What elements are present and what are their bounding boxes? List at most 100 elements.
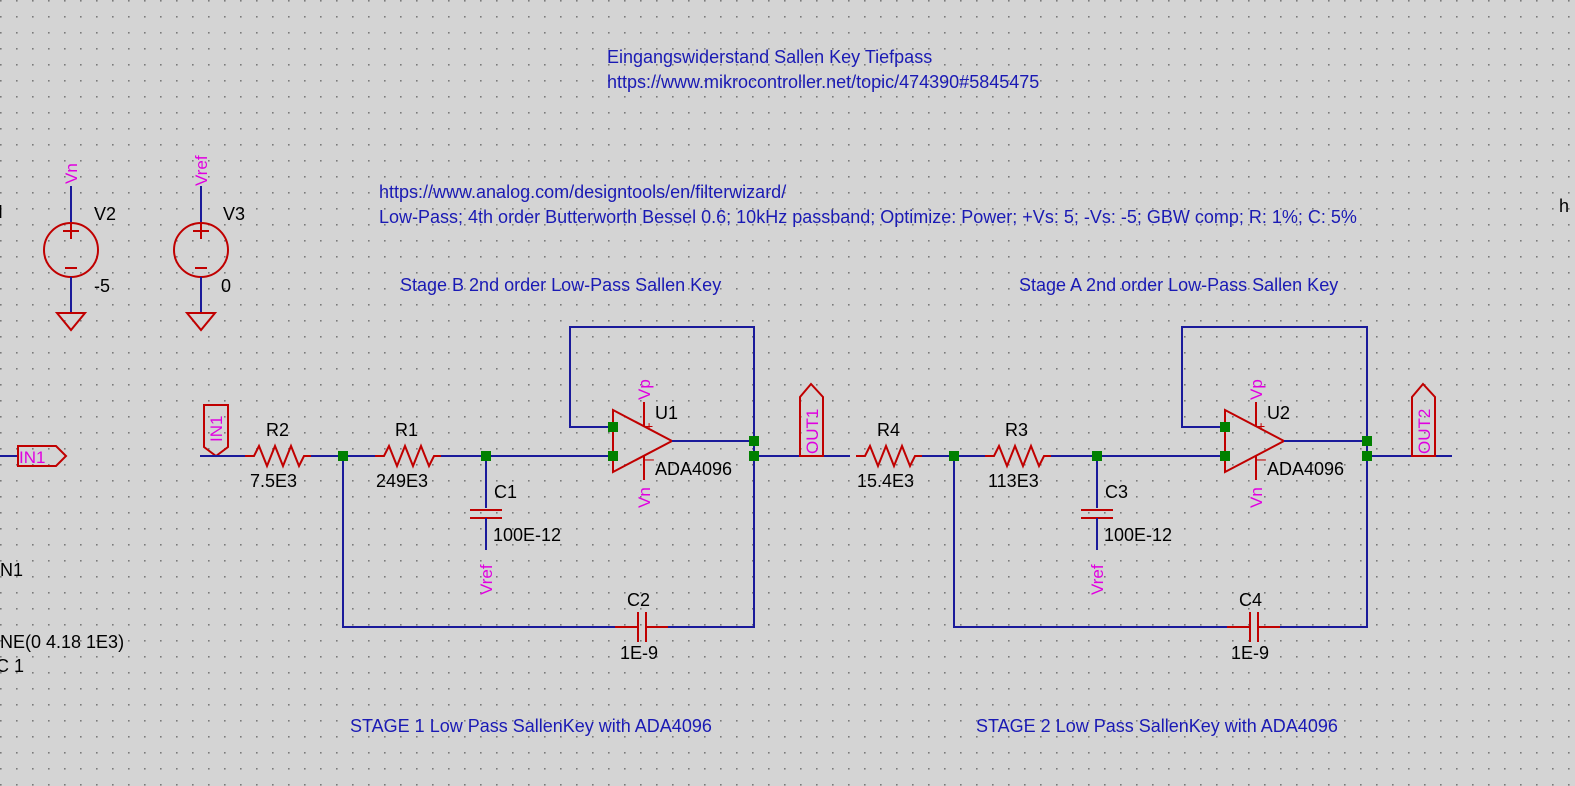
v2-net-label: Vn (62, 163, 81, 184)
voltage-source-v3[interactable] (173, 186, 229, 332)
r3-value: 113E3 (988, 471, 1039, 491)
r4-value: 15.4E3 (857, 471, 914, 491)
junctions (338, 422, 1372, 461)
c1-name: C1 (494, 482, 517, 502)
note-wizard-url[interactable]: https://www.analog.com/designtools/en/fi… (379, 182, 786, 202)
c4-name: C4 (1239, 590, 1262, 610)
r4-zigzag (856, 443, 922, 469)
u1-vn-label: Vn (635, 487, 654, 508)
note-stage1[interactable]: STAGE 1 Low Pass SallenKey with ADA4096 (350, 716, 712, 736)
u1-minus-sign: – (645, 451, 654, 468)
junction-node (1362, 436, 1372, 446)
left-in-name: N1 (0, 560, 23, 580)
in1-flag-shape (203, 404, 229, 458)
v3-name: V3 (223, 204, 245, 224)
note-stage2[interactable]: STAGE 2 Low Pass SallenKey with ADA4096 (976, 716, 1338, 736)
junction-node (1092, 451, 1102, 461)
c3-value: 100E-12 (1104, 525, 1172, 545)
note-edge-right: h (1559, 196, 1569, 216)
r2-value: 7.5E3 (250, 471, 297, 491)
c1-net-label: Vref (477, 564, 496, 595)
opamp-u2[interactable]: + – (1224, 402, 1287, 480)
v3-net-label: Vref (192, 155, 211, 186)
v2-ground-icon (54, 312, 88, 332)
junction-node (749, 451, 759, 461)
note-title[interactable]: Eingangswiderstand Sallen Key Tiefpass (607, 47, 932, 67)
junction-node (1220, 422, 1230, 432)
resistor-r2[interactable] (245, 443, 311, 469)
u2-vn-label: Vn (1247, 487, 1266, 508)
junction-node (608, 451, 618, 461)
note-stage-a[interactable]: Stage A 2nd order Low-Pass Sallen Key (1019, 275, 1338, 295)
c2-right-wire (668, 441, 755, 628)
c2-left-wire (342, 456, 626, 628)
r1-zigzag (375, 443, 441, 469)
in1-flag[interactable]: IN1 (203, 404, 229, 458)
voltage-source-v2[interactable] (43, 186, 99, 332)
resistor-r4[interactable] (856, 443, 922, 469)
in1-flag-label: IN1 (207, 416, 226, 442)
c4-left-wire (953, 456, 1238, 628)
out1-flag-label: OUT1 (803, 409, 822, 454)
r4-name: R4 (877, 420, 900, 440)
junction-node (949, 451, 959, 461)
c1-value: 100E-12 (493, 525, 561, 545)
out2-flag-label: OUT2 (1415, 409, 1434, 454)
r3-zigzag (985, 443, 1051, 469)
capacitor-c4[interactable] (1227, 612, 1280, 642)
junction-node (1362, 451, 1372, 461)
junction-node (608, 422, 618, 432)
u1-triangle (612, 408, 675, 474)
note-forum-url[interactable]: https://www.mikrocontroller.net/topic/47… (607, 72, 1039, 92)
in1-left-flag[interactable]: IN1 (0, 445, 68, 467)
r3-name: R3 (1005, 420, 1028, 440)
u2-name: U2 (1267, 403, 1290, 423)
r2-zigzag (245, 443, 311, 469)
in1-left-flag-shape (17, 445, 68, 467)
junction-node (481, 451, 491, 461)
v2-name: V2 (94, 204, 116, 224)
u2-triangle (1224, 408, 1287, 474)
u2-vp-label: Vp (1247, 379, 1266, 400)
note-stage-b[interactable]: Stage B 2nd order Low-Pass Sallen Key (400, 275, 721, 295)
out1-flag[interactable]: OUT1 (799, 382, 824, 457)
r2-name: R2 (266, 420, 289, 440)
r1-value: 249E3 (376, 471, 428, 491)
in1-left-flag-label: IN1 (19, 448, 45, 467)
resistor-r3[interactable] (985, 443, 1051, 469)
c3-net-label: Vref (1088, 564, 1107, 595)
u1-plus-sign: + (645, 418, 653, 434)
c2-name: C2 (627, 590, 650, 610)
u2-plus-sign: + (1257, 418, 1265, 434)
c2-value: 1E-9 (620, 643, 658, 663)
u1-part: ADA4096 (655, 459, 732, 479)
opamp-u1[interactable]: + – (612, 402, 675, 480)
capacitor-c2[interactable] (615, 612, 668, 642)
out1-flag-shape (799, 382, 824, 457)
out2-flag-shape (1411, 382, 1436, 457)
v3-value: 0 (221, 276, 231, 296)
c4-value: 1E-9 (1231, 643, 1269, 663)
out2-flag[interactable]: OUT2 (1411, 382, 1436, 457)
junction-node (1220, 451, 1230, 461)
junction-node (749, 436, 759, 446)
u1-feedback-wire (569, 326, 755, 441)
u2-feedback-wire (1181, 326, 1368, 441)
u2-part: ADA4096 (1267, 459, 1344, 479)
note-wizard-params[interactable]: Low-Pass; 4th order Butterworth Bessel 0… (379, 207, 1357, 227)
u2-minus-sign: – (1257, 451, 1266, 468)
r1-name: R1 (395, 420, 418, 440)
left-edge-mark: I (0, 202, 3, 222)
left-sine-spec: NE(0 4.18 1E3) (0, 632, 124, 652)
c4-right-wire (1280, 441, 1368, 628)
c3-name: C3 (1105, 482, 1128, 502)
resistor-r1[interactable] (375, 443, 441, 469)
left-ac-spec: C 1 (0, 656, 24, 676)
junction-node (338, 451, 348, 461)
v3-ground-icon (184, 312, 218, 332)
u1-name: U1 (655, 403, 678, 423)
u1-vp-label: Vp (635, 379, 654, 400)
v2-value: -5 (94, 276, 110, 296)
